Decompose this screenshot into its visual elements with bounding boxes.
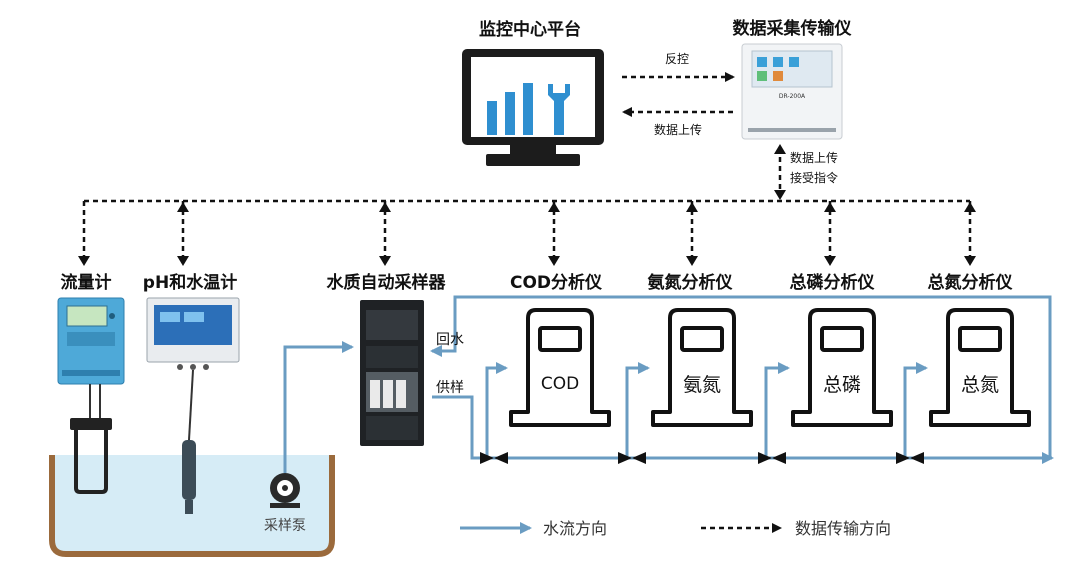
feedback-label: 反控 — [665, 52, 689, 66]
cod-face-label: COD — [541, 374, 579, 394]
bus-drops — [78, 201, 976, 266]
vertical-label-2: 接受指令 — [790, 170, 838, 185]
analyzer-phosphorus — [791, 308, 893, 427]
drop-cod — [548, 201, 560, 266]
analyzer-nitrogen — [929, 308, 1031, 427]
cod-title: COD分析仪 — [510, 272, 603, 293]
ammonia-title: 氨氮分析仪 — [648, 272, 734, 293]
legend-water-label: 水流方向 — [543, 519, 607, 538]
collector-title: 数据采集传输仪 — [733, 18, 853, 39]
collector-up-arrowhead — [774, 144, 786, 154]
drop-phosphorus — [824, 201, 836, 266]
ammonia-face-label: 氨氮 — [683, 374, 721, 396]
valve-icons — [480, 452, 924, 464]
drop-ammonia — [686, 201, 698, 266]
legend-data-label: 数据传输方向 — [795, 519, 891, 538]
vertical-label-1: 数据上传 — [790, 150, 838, 165]
return-water-label: 回水 — [436, 332, 464, 348]
upload-label: 数据上传 — [654, 122, 702, 137]
collector-screen-text: DR-200A — [779, 93, 806, 100]
sampler-cabinet — [360, 300, 424, 446]
legend: 水流方向 数据传输方向 — [460, 519, 891, 538]
sampler-title: 水质自动采样器 — [327, 272, 447, 293]
analyzer-cod — [509, 308, 611, 427]
ph-meter-title: pH和水温计 — [143, 272, 237, 293]
collector-down-arrowhead — [774, 190, 786, 200]
nitrogen-title: 总氮分析仪 — [928, 272, 1014, 293]
drop-nitrogen — [964, 201, 976, 266]
flowmeter-title: 流量计 — [61, 272, 112, 293]
phosphorus-face-label: 总磷 — [823, 374, 861, 396]
ph-meter-device — [146, 297, 240, 514]
monitor-icon — [462, 49, 604, 166]
sampling-pump-icon — [270, 473, 300, 508]
platform-title: 监控中心平台 — [479, 19, 581, 40]
nitrogen-face-label: 总氮 — [961, 374, 999, 396]
collector-device — [741, 43, 843, 140]
flowmeter-device — [57, 297, 125, 494]
analyzer-ammonia — [651, 308, 753, 427]
drop-sampler — [379, 201, 391, 266]
drop-ph — [177, 201, 189, 266]
supply-label: 供样 — [436, 380, 464, 396]
phosphorus-title: 总磷分析仪 — [790, 272, 876, 293]
pump-label: 采样泵 — [264, 518, 306, 534]
drop-flowmeter — [78, 201, 90, 266]
